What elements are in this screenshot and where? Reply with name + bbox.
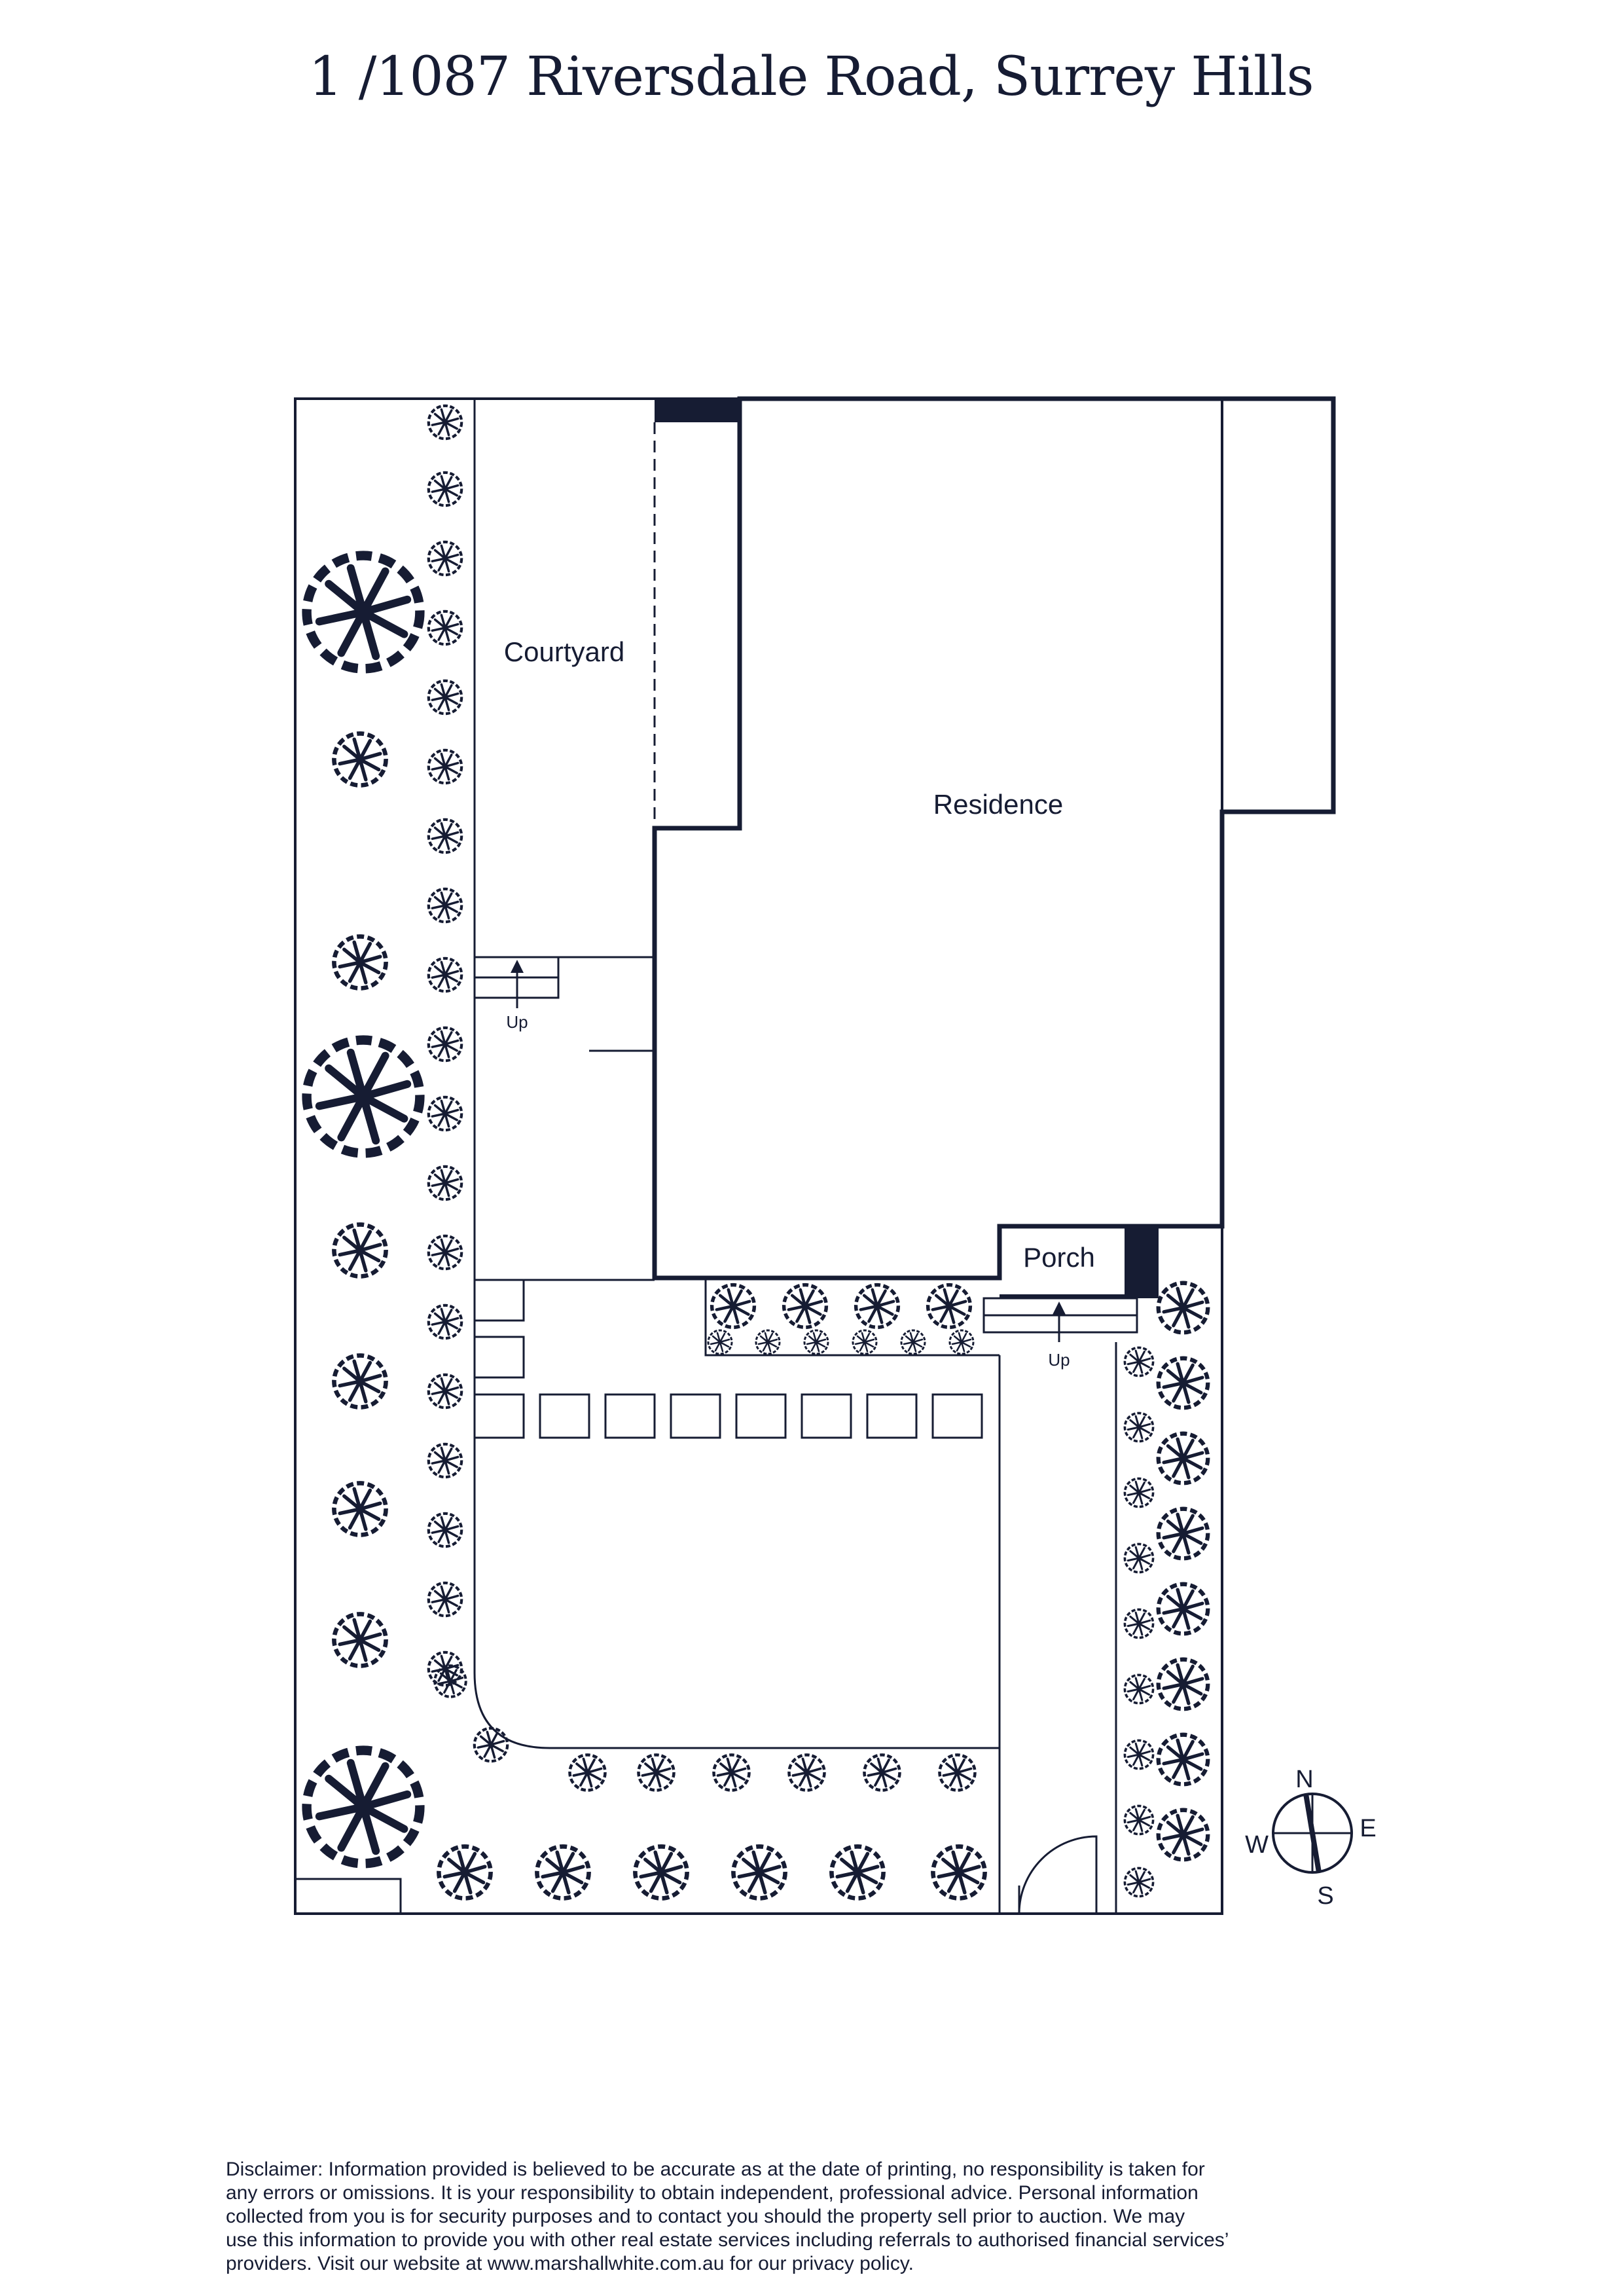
compass-east: E [1360,1815,1376,1842]
residence-outline [652,396,1336,1281]
disclaimer-line: Disclaimer: Information provided is beli… [226,2159,1205,2180]
label-up-left: Up [506,1012,528,1032]
disclaimer: Disclaimer: Information provided is beli… [226,2158,1404,2276]
disclaimer-line: any errors or omissions. It is your resp… [226,2182,1198,2204]
compass-west: W [1245,1831,1269,1859]
disclaimer-line: collected from you is for security purpo… [226,2206,1185,2227]
trees-right-strip [1123,1283,1208,1898]
disclaimer-line: use this information to provide you with… [226,2229,1229,2251]
page-title: 1 /1087 Riversdale Road, Surrey Hills [308,46,1314,108]
trees-left-medium [334,733,386,1666]
label-residence: Residence [933,789,1063,820]
site-floor-plan: Courtyard Residence Porch Up Up N E S W [294,396,1377,1915]
disclaimer-line: providers. Visit our website at www.mars… [226,2253,914,2274]
compass: N E S W [1245,1766,1377,1910]
label-up-porch: Up [1048,1350,1070,1370]
trees-left-column [429,406,507,1761]
label-porch: Porch [1023,1242,1095,1273]
trees-planter [707,1285,975,1355]
compass-south: S [1317,1882,1333,1910]
trees-bottom-row [439,1755,984,1899]
site-boundary [294,397,1223,1915]
label-courtyard: Courtyard [504,636,624,667]
compass-north: N [1295,1766,1313,1793]
